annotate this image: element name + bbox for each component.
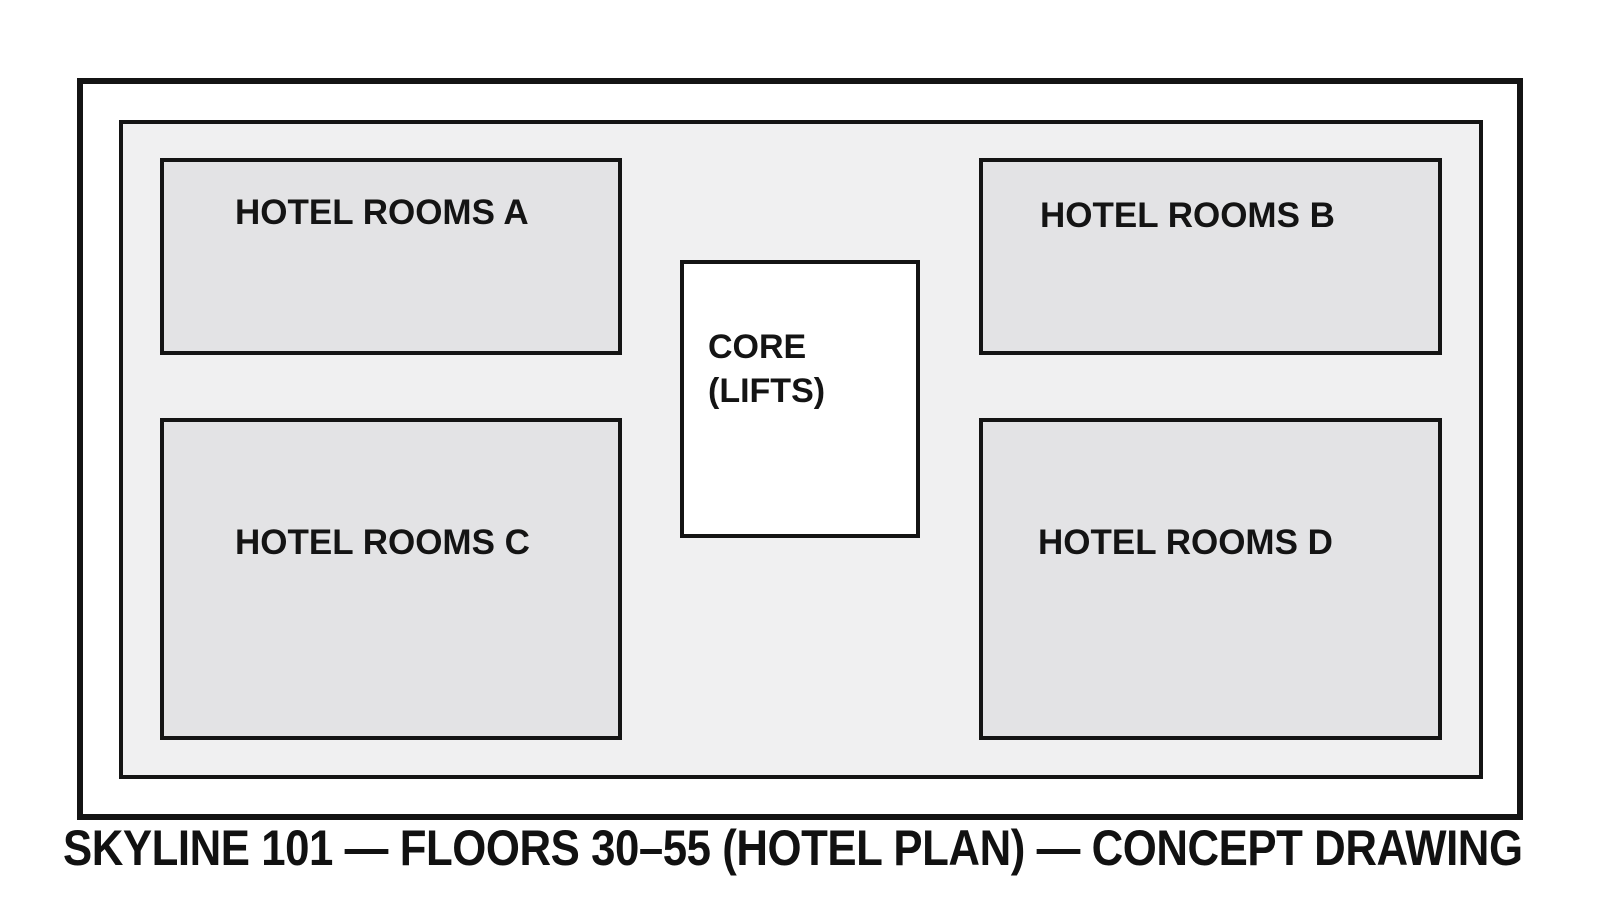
room-label-a: HOTEL ROOMS A [235, 193, 529, 232]
core-block: CORE (LIFTS) [680, 260, 920, 538]
room-block-c: HOTEL ROOMS C [160, 418, 622, 740]
caption-title: SKYLINE 101 — FLOORS 30–55 (HOTEL PLAN) … [63, 820, 1523, 876]
core-label-line1: CORE [708, 328, 807, 366]
room-block-b: HOTEL ROOMS B [979, 158, 1442, 355]
room-label-b: HOTEL ROOMS B [1040, 196, 1335, 235]
core-label-line2: (LIFTS) [708, 372, 826, 410]
room-block-a: HOTEL ROOMS A [160, 158, 622, 355]
room-label-c: HOTEL ROOMS C [235, 523, 530, 562]
core-label: CORE (LIFTS) [708, 325, 825, 413]
room-block-d: HOTEL ROOMS D [979, 418, 1442, 740]
room-label-d: HOTEL ROOMS D [1038, 523, 1333, 562]
